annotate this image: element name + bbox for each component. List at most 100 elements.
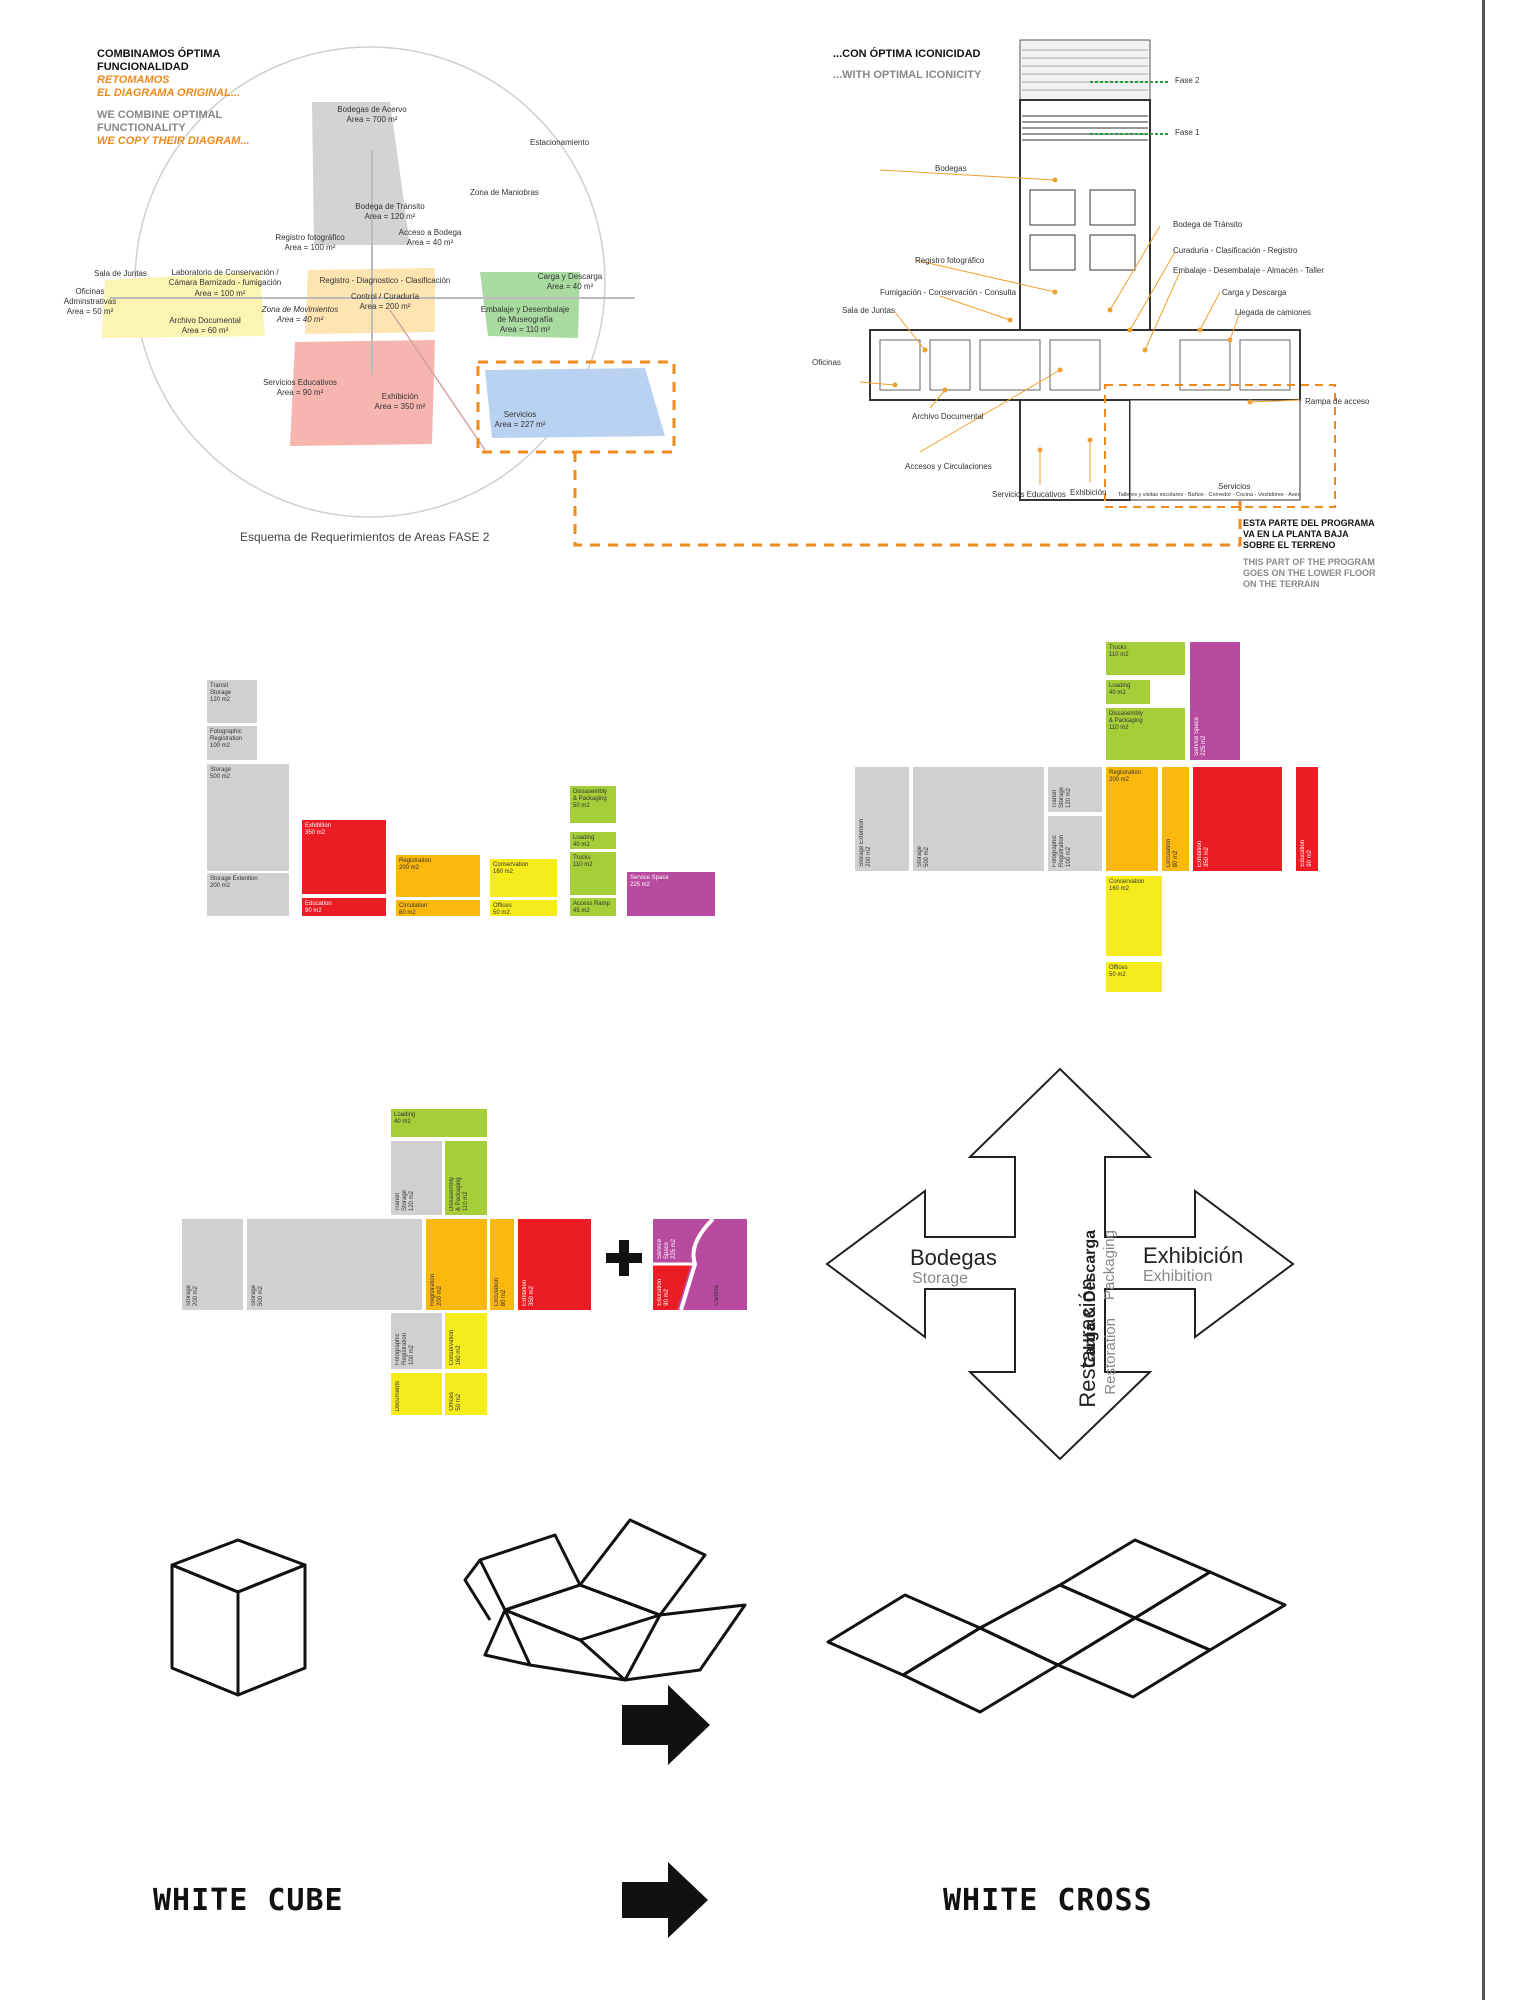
label-estacionamiento: Estacionamiento (530, 138, 590, 147)
cross-block-trucks: Trucks 110 m2 (1106, 642, 1185, 675)
cross-block-conservation: Conservation 160 m2 (1106, 876, 1162, 956)
label-sala-juntas: Sala de Juntas (94, 269, 147, 278)
block-storage: Storage 500 m2 (207, 764, 289, 871)
heading-combine-es: COMBINAMOS ÓPTIMA FUNCIONALIDAD RETOMAMO… (97, 48, 250, 147)
arrow-left-sub: Storage (912, 1270, 969, 1287)
caption-esquema: Esquema de Requerimientos de Areas FASE … (240, 530, 490, 544)
bubble-diagram-svg (102, 46, 676, 518)
label-plan-carga: Carga y Descarga (1222, 288, 1287, 297)
label-plan-llegada: Llegada de camiones (1235, 308, 1312, 317)
label-plan-servicios-sub: Talleres y visitas escolares - Baños - C… (1118, 492, 1301, 498)
label-plan-bodegas: Bodegas (935, 164, 967, 173)
shape-bodegas (312, 102, 410, 245)
cross-block-service: Service Space 225 m2 (1190, 642, 1240, 760)
plan-leaders (859, 169, 1301, 485)
block-loading: Loading 40 m2 (570, 832, 616, 849)
label-plan-rampa: Rampa de acceso (1305, 397, 1370, 406)
shape-servicios (485, 368, 665, 438)
label-plan-archivo: Archivo Documental (912, 412, 984, 421)
block-storage-ext: Storage Extention 200 m2 (207, 873, 289, 916)
label-oficinas: Oficinas Adminstrativas Area = 50 m² (63, 287, 117, 316)
arrow-bottom-sub: Restoration (1102, 1318, 1119, 1395)
plus-block-circulation: Circulation 80 m2 (490, 1219, 514, 1310)
label-plan-embalaje: Embalaje - Desembalaje - Almacén - Talle… (1173, 266, 1325, 275)
plus-block-exhibition: Exhibition 350 m2 (518, 1219, 591, 1310)
label-laboratorio-area: Area = 100 m² (194, 289, 246, 298)
plus-block-documents: Documents (391, 1373, 442, 1415)
plus-block-fotographic: Fotographic Registration 100 m2 (391, 1313, 442, 1369)
cross-block-storage: Storage 500 m2 (913, 767, 1044, 871)
label-plan-servicios: Servicios (1218, 482, 1251, 491)
plus-block-transit: Transit Storage 120 m2 (391, 1141, 442, 1215)
cross-block-offices: Offices 50 m2 (1106, 962, 1162, 992)
plus-block-loading: Loading 40 m2 (391, 1109, 487, 1137)
label-plan-bodega-transito: Bodega de Tránsito (1173, 220, 1243, 229)
note-lower-floor: ESTA PARTE DEL PROGRAMA VA EN LA PLANTA … (1243, 518, 1376, 589)
cross-block-storage-ext: Storage Extention 200 m2 (855, 767, 909, 871)
white-cross-drawing (826, 1538, 1287, 1714)
plan-tower (1019, 99, 1151, 331)
label-plan-registro: Registro fotográfico (915, 256, 985, 265)
plus-block-offices: Offices 50 m2 (445, 1373, 487, 1415)
cross-block-education: Education 90 m2 (1296, 767, 1318, 871)
plus-education-label: Education 90 m2 (657, 1279, 670, 1306)
arrow-bottom-main: Restauración (1075, 1278, 1100, 1408)
plan-tower-hatch (1022, 115, 1148, 141)
unfolding-cube-drawing (463, 1518, 747, 1682)
arrow-right-main: Exhibición (1143, 1243, 1244, 1268)
plus-block-storage-1: Storage 200 m2 (182, 1219, 243, 1310)
label-plan-accesos: Accesos y Circulaciones (905, 462, 992, 471)
block-circulation: Circulation 80 m2 (396, 900, 480, 916)
page-border-line (1482, 0, 1485, 2000)
cross-block-fotographic: Fotographic Registration 100 m2 (1048, 816, 1102, 871)
plan-rack-4 (1089, 234, 1136, 271)
caption-white-cube: WHITE CUBE (153, 1883, 344, 1918)
plan-rack-3 (1029, 234, 1076, 271)
block-service-space: Service Space 225 m2 (627, 872, 715, 916)
cube-sequence (170, 1518, 1287, 1765)
shape-exhibicion (290, 340, 435, 446)
arrow-left-main: Bodegas (910, 1245, 997, 1270)
plus-block-conservation: Conservation 160 m2 (445, 1313, 487, 1369)
shape-laboratorio (102, 272, 265, 338)
plus-cantina-label: Cantina (714, 1285, 720, 1306)
plan-service-room (1129, 399, 1301, 501)
shape-registro (305, 268, 435, 334)
block-access-ramp: Access Ramp 45 m2 (570, 898, 616, 916)
shape-carga (480, 272, 580, 338)
heading-iconicity: ...CON ÓPTIMA ICONICIDAD ...WITH OPTIMAL… (833, 48, 982, 81)
cross-block-loading: Loading 40 m2 (1106, 680, 1150, 704)
label-fase1: Fase 1 (1175, 128, 1200, 137)
label-plan-sala-juntas: Sala de Juntas (842, 306, 895, 315)
cross-block-disassembly: Dissasembly & Packaging 110 m2 (1106, 708, 1185, 760)
label-plan-fumigacion: Fumigación - Conservación - Consulta (880, 288, 1017, 297)
block-disassembly: Dissasembly & Packaging 50 m2 (570, 786, 616, 823)
cross-block-registration: Registration 200 m2 (1106, 767, 1158, 871)
plus-block-disassembly: Dissasembly & Packaging 110 m2 (445, 1141, 487, 1215)
block-conservation: Conservation 160 m2 (490, 859, 557, 897)
label-zona-maniobras: Zona de Maniobras (470, 188, 539, 197)
label-fase2: Fase 2 (1175, 76, 1200, 85)
arrow-top-sub: Packaging (1101, 1230, 1118, 1301)
block-transit-storage: Transit Storage 120 m2 (207, 680, 257, 723)
plan-fase2-block (1019, 39, 1151, 101)
label-laboratorio: Laboratorio de Conservación / Cámara Bar… (168, 268, 282, 287)
label-plan-curaduria: Curaduría - Clasificación - Registro (1173, 246, 1298, 255)
label-plan-serv-edu: Servicios Educativos (992, 490, 1066, 499)
arrow-right-icon (622, 1685, 710, 1765)
block-exhibition: Exhibition 350 m2 (302, 820, 386, 894)
plus-block-registration: Registration 200 m2 (426, 1219, 487, 1310)
block-registration: Registration 200 m2 (396, 855, 480, 897)
arrow-right-big-shape (622, 1862, 708, 1938)
block-trucks: Trucks 110 m2 (570, 852, 616, 895)
white-cube-drawing (170, 1538, 307, 1697)
arrow-cross-svg (825, 1067, 1295, 1461)
